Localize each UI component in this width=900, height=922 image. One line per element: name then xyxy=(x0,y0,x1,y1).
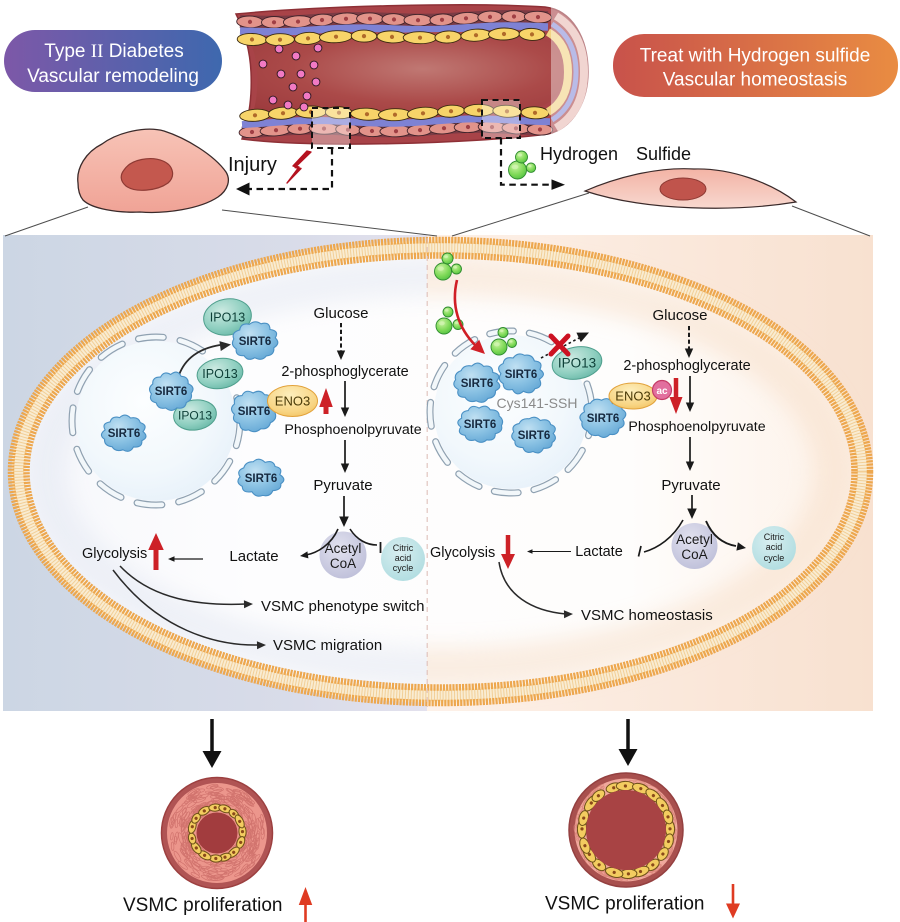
svg-text:Phosphoenolpyruvate: Phosphoenolpyruvate xyxy=(284,422,421,438)
svg-text:VSMC homeostasis: VSMC homeostasis xyxy=(581,607,713,624)
svg-text:acid: acid xyxy=(766,542,783,552)
svg-text:Acetyl: Acetyl xyxy=(325,541,362,556)
svg-text:IPO13: IPO13 xyxy=(178,409,212,423)
svg-text:SIRT6: SIRT6 xyxy=(505,369,538,381)
svg-text:ac: ac xyxy=(656,386,668,397)
svg-text:IPO13: IPO13 xyxy=(202,367,237,381)
svg-text:cycle: cycle xyxy=(764,553,785,563)
svg-text:IPO13: IPO13 xyxy=(210,311,245,325)
svg-text:SIRT6: SIRT6 xyxy=(464,419,497,431)
svg-text:cycle: cycle xyxy=(393,563,414,573)
svg-text:Cys141-SSH: Cys141-SSH xyxy=(497,395,578,411)
svg-text:CoA: CoA xyxy=(681,547,707,562)
svg-text:SIRT6: SIRT6 xyxy=(239,336,272,348)
svg-text:Glucose: Glucose xyxy=(313,305,368,322)
svg-text:SIRT6: SIRT6 xyxy=(155,386,188,398)
svg-text:Citric: Citric xyxy=(764,532,785,542)
svg-text:Type II Diabetes: Type II Diabetes xyxy=(44,41,183,62)
svg-text:Vascular remodeling: Vascular remodeling xyxy=(27,66,199,87)
svg-text:Hydrogen: Hydrogen xyxy=(540,144,618,164)
svg-text:Phosphoenolpyruvate: Phosphoenolpyruvate xyxy=(628,419,765,435)
svg-text:Acetyl: Acetyl xyxy=(676,532,713,547)
svg-text:Glucose: Glucose xyxy=(652,307,707,324)
svg-text:SIRT6: SIRT6 xyxy=(461,378,494,390)
svg-text:ENO3: ENO3 xyxy=(275,394,310,409)
svg-text:VSMC proliferation: VSMC proliferation xyxy=(123,895,282,916)
svg-text:IPO13: IPO13 xyxy=(558,356,596,371)
svg-text:Injury: Injury xyxy=(228,154,277,176)
svg-text:VSMC proliferation: VSMC proliferation xyxy=(545,894,704,915)
svg-text:Lactate: Lactate xyxy=(229,548,278,565)
svg-text:Pyruvate: Pyruvate xyxy=(313,477,372,494)
svg-text:SIRT6: SIRT6 xyxy=(108,428,141,440)
svg-text:Citric: Citric xyxy=(393,543,414,553)
svg-text:SIRT6: SIRT6 xyxy=(518,430,551,442)
svg-text:Glycolysis: Glycolysis xyxy=(430,545,495,561)
svg-text:SIRT6: SIRT6 xyxy=(245,473,278,485)
svg-text:Pyruvate: Pyruvate xyxy=(661,477,720,494)
svg-text:acid: acid xyxy=(395,553,412,563)
svg-text:ENO3: ENO3 xyxy=(615,389,650,404)
svg-text:Vascular homeostasis: Vascular homeostasis xyxy=(663,70,847,91)
svg-text:2-phosphoglycerate: 2-phosphoglycerate xyxy=(281,364,408,380)
svg-text:VSMC phenotype switch: VSMC phenotype switch xyxy=(261,598,424,615)
svg-text:Glycolysis: Glycolysis xyxy=(82,546,147,562)
svg-text:VSMC migration: VSMC migration xyxy=(273,637,382,654)
svg-text:CoA: CoA xyxy=(330,556,356,571)
svg-text:2-phosphoglycerate: 2-phosphoglycerate xyxy=(623,358,750,374)
svg-text:SIRT6: SIRT6 xyxy=(238,406,271,418)
svg-text:SIRT6: SIRT6 xyxy=(587,413,620,425)
svg-text:Sulfide: Sulfide xyxy=(636,144,691,164)
svg-text:Lactate: Lactate xyxy=(575,544,623,560)
svg-text:Treat with Hydrogen sulfide: Treat with Hydrogen sulfide xyxy=(640,46,871,67)
